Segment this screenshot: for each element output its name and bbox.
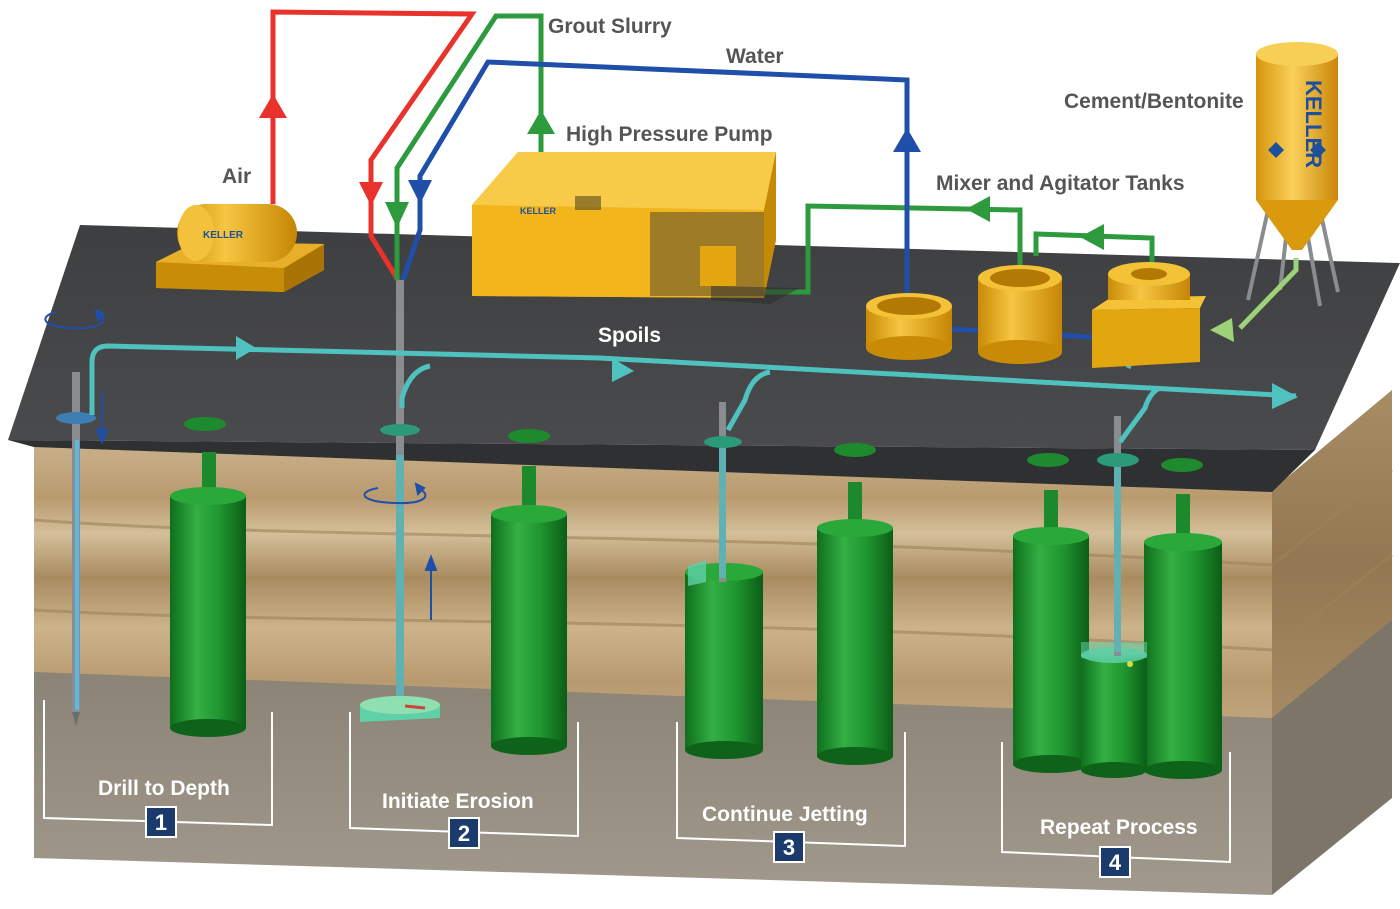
- cement-bentonite-label: Cement/Bentonite: [1064, 90, 1244, 113]
- step-number-badge: [1099, 846, 1131, 878]
- step-label: Drill to Depth: [98, 777, 230, 800]
- column-cap: [184, 417, 226, 431]
- keller-logo-text: KELLER: [520, 206, 557, 216]
- drill-collar: [704, 436, 742, 448]
- step-number: 3: [783, 835, 795, 860]
- grout-arrow: [966, 196, 990, 222]
- grout-column: [170, 496, 246, 728]
- keller-logo-text: KELLER: [203, 230, 244, 241]
- cement-feed-line: [1210, 258, 1299, 342]
- grout-slurry-label: Grout Slurry: [548, 15, 672, 38]
- step-label: Initiate Erosion: [382, 790, 534, 813]
- air-compressor: KELLER: [156, 204, 324, 292]
- mixer-tank: [1092, 308, 1200, 368]
- keller-logo-text: KELLER: [1301, 80, 1326, 168]
- step-3: Continue Jetting 3: [702, 803, 868, 863]
- mixer-agitator-tanks-label: Mixer and Agitator Tanks: [936, 172, 1185, 195]
- column-top: [170, 487, 246, 505]
- air-label: Air: [222, 165, 251, 188]
- ground-surface-edge: [8, 440, 1315, 492]
- grout-column: [817, 528, 893, 756]
- spoils-label: Spoils: [598, 324, 661, 347]
- spoils-arrows: [236, 336, 1298, 409]
- grout-column: [685, 572, 763, 750]
- column-cap: [1161, 458, 1203, 472]
- column-cap: [834, 443, 876, 457]
- step-label: Repeat Process: [1040, 816, 1198, 839]
- labels: Air Grout Slurry Water High Pressure Pum…: [222, 15, 1244, 347]
- column-cap: [1027, 453, 1069, 467]
- step-number: 2: [458, 821, 470, 846]
- grout-arrow: [385, 202, 409, 228]
- step-number-badge: [145, 806, 177, 838]
- step-number: 4: [1109, 850, 1122, 875]
- drill-collar: [380, 424, 420, 436]
- grout-column: [1081, 655, 1147, 770]
- mixer-agitator-tanks: [866, 262, 1206, 368]
- step-number-badge: [448, 817, 480, 849]
- grout-column: [1144, 542, 1222, 770]
- drill-collar: [56, 412, 96, 424]
- grout-arrow: [527, 110, 555, 134]
- air-line: [270, 9, 477, 282]
- step-number: 1: [155, 810, 167, 835]
- silo-body: [1256, 54, 1338, 200]
- water-arrow: [893, 128, 921, 152]
- grout-column: [1013, 536, 1089, 764]
- step-1: Drill to Depth 1: [98, 777, 230, 838]
- water-arrow: [408, 180, 432, 204]
- drill-rods: [56, 280, 1139, 726]
- high-pressure-pump: KELLER: [472, 152, 800, 304]
- grout-column: [491, 514, 567, 746]
- air-arrow: [359, 182, 383, 206]
- step-label: Continue Jetting: [702, 803, 868, 826]
- column-cap: [508, 429, 550, 443]
- bedrock-side-face: [1272, 620, 1392, 895]
- step-2: Initiate Erosion 2: [382, 790, 534, 849]
- drill-collar: [1097, 453, 1139, 467]
- rotation-indicators: [44, 308, 427, 505]
- step-4: Repeat Process 4: [1040, 816, 1198, 878]
- cement-silo: KELLER: [1246, 42, 1340, 307]
- high-pressure-pump-label: High Pressure Pump: [566, 123, 773, 146]
- grout-arrow: [1080, 224, 1104, 250]
- water-label: Water: [726, 45, 784, 68]
- bedrock-front-face: [34, 672, 1272, 895]
- air-arrow: [259, 94, 287, 118]
- direction-arrows: [95, 392, 438, 620]
- step-number-badge: [773, 831, 805, 863]
- soil-front-face: [34, 445, 1272, 740]
